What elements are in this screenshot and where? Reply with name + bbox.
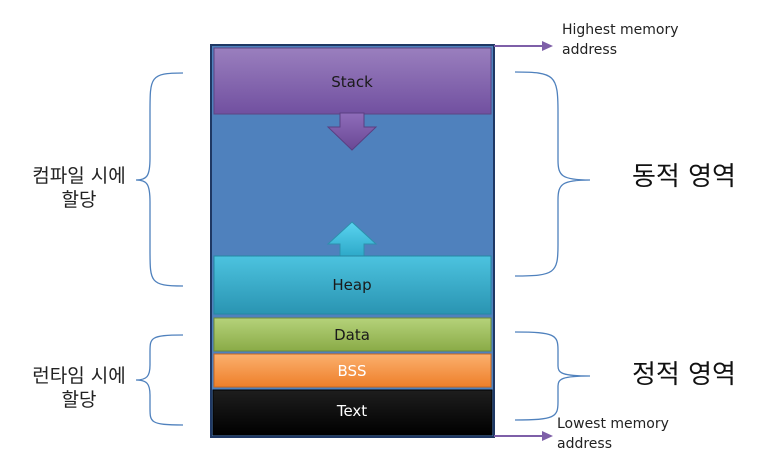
highest-address-label-line2: address [562,42,617,58]
dynamic-area-label: 동적 영역 [632,162,736,192]
data-label: Data [334,326,370,344]
left-top-brace [135,72,184,287]
heap-segment [213,255,492,315]
left-bottom-brace [135,334,184,426]
text-segment [212,389,493,436]
highest-address-arrow-icon [542,41,553,51]
text-label: Text [336,402,367,420]
heap-label: Heap [332,276,371,294]
right-dynamic-brace [514,71,591,277]
stack-segment [213,47,492,115]
static-area-label: 정적 영역 [632,360,736,390]
stack-growth-arrow-icon [326,112,378,151]
highest-address-label-line1: Highest memory [562,22,679,38]
left-top-label-line2: 할당 [62,189,97,211]
lowest-address-arrow-icon [542,431,553,441]
lowest-address-label-line1: Lowest memory [557,416,669,432]
bss-label: BSS [337,362,366,380]
right-static-brace [514,331,591,421]
left-bottom-label-line2: 할당 [62,389,97,411]
stack-label: Stack [331,73,373,91]
left-top-label-line1: 컴파일 시에 [32,165,125,187]
bss-segment [213,353,492,388]
left-bottom-label-line1: 런타임 시에 [32,365,125,387]
data-segment [213,317,492,352]
lowest-address-label-line2: address [557,436,612,452]
